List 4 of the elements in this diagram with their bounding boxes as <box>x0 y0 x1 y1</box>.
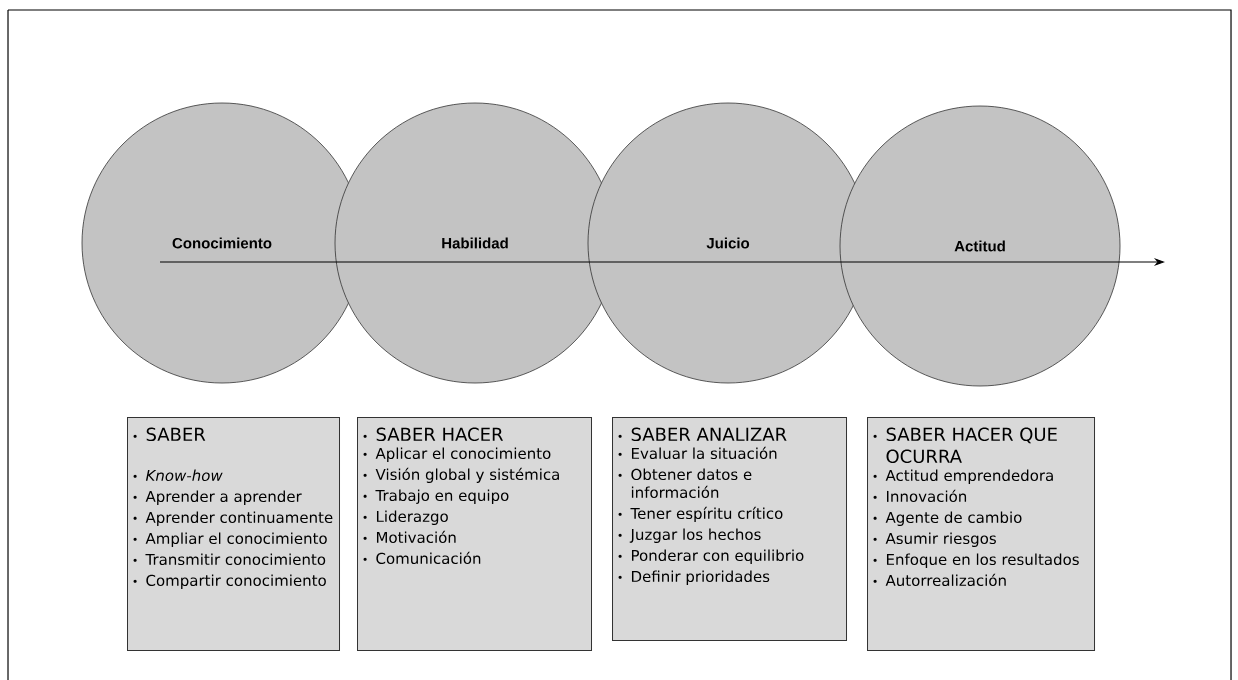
list-box: SABER Know-how Aprender a aprender Aprender continuamente Ampliar el conocimiento Transmitir conocimiento Compartir conocimiento <box>127 417 340 651</box>
list-box: SABER HACER Aplicar el conocimiento Visión global y sistémica Trabajo en equipo Liderazgo Motivación Comunicación <box>357 417 592 651</box>
list-box: SABER ANALIZAR Evaluar la situación Obtener datos e información Tener espíritu crítico Juzgar los hechos Ponderar con equilibrio Definir prioridades <box>612 417 847 641</box>
list-box: SABER HACER QUE OCURRA Actitud emprendedora Innovación Agente de cambio Asumir riesgos Enfoque en los resultados Autorrealización <box>867 417 1095 651</box>
